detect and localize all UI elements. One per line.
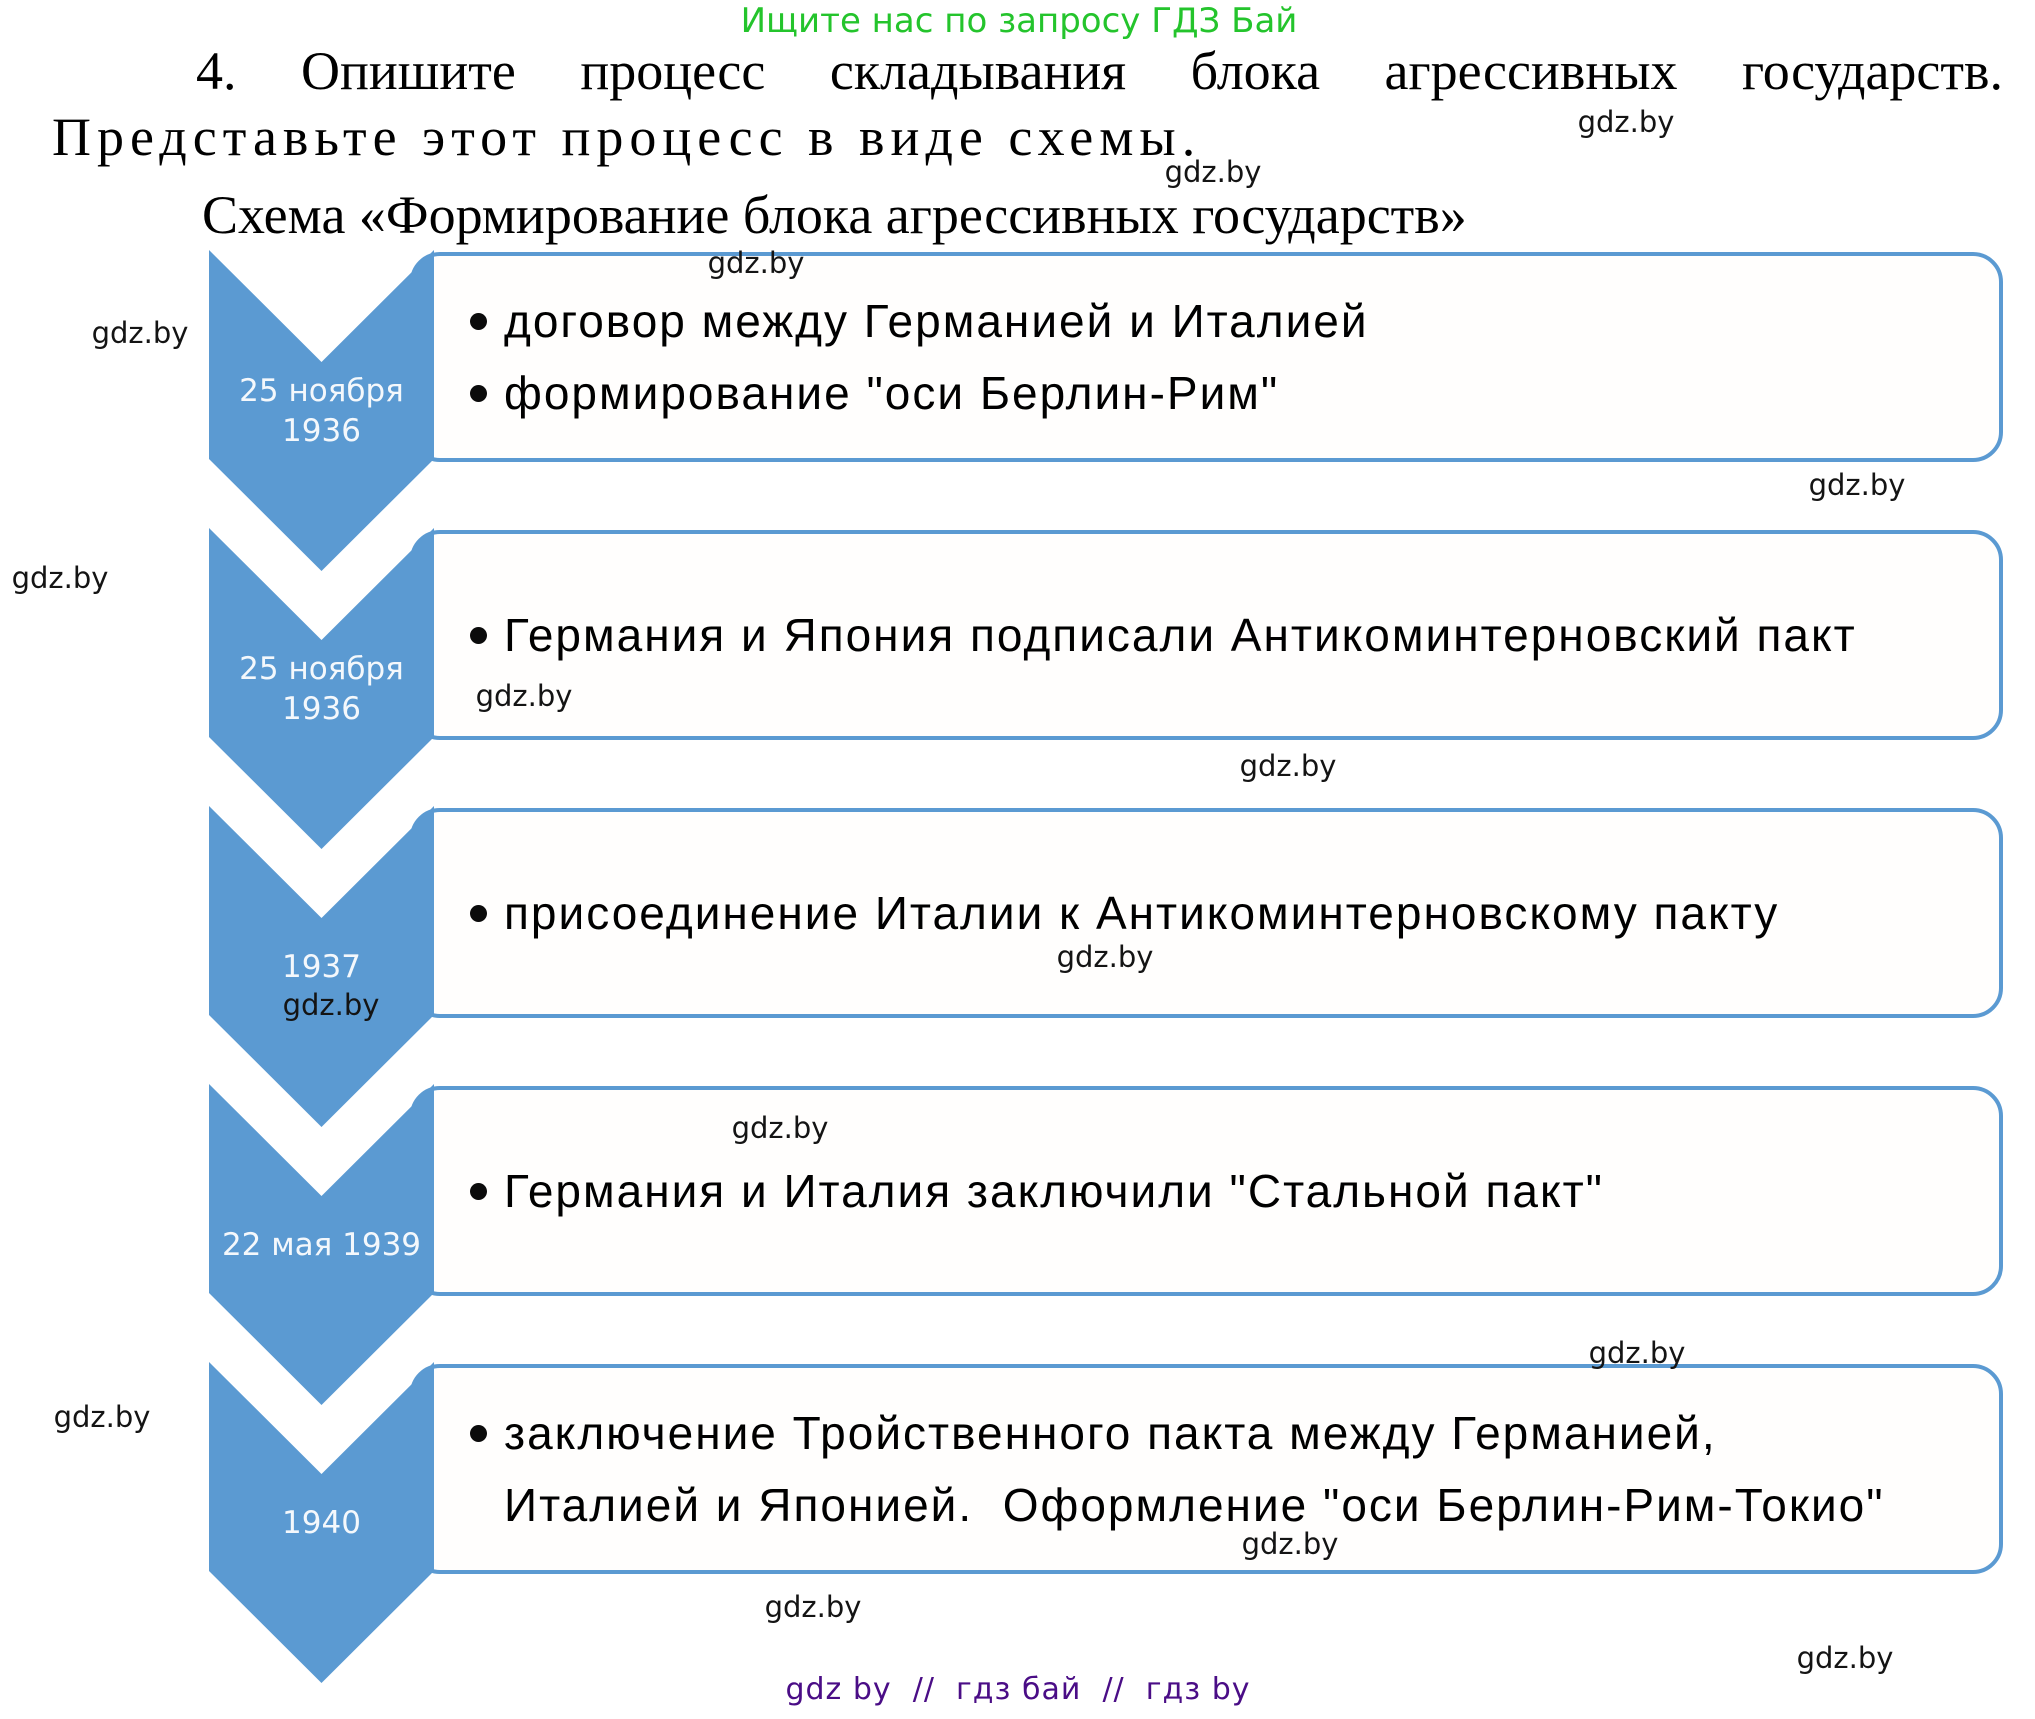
schema-title: Схема «Формирование блока агрессивных го… [202, 185, 1467, 245]
event-box-text: Германия и Италия заключили "Стальной па… [470, 1090, 1965, 1292]
bullet-line: формирование "оси Берлин-Рим" [470, 357, 1965, 429]
bullet-text: Германия и Италия заключили "Стальной па… [504, 1165, 1604, 1217]
bullet-text: формирование "оси Берлин-Рим" [504, 367, 1280, 419]
chevron-date-label: 1940 [282, 1504, 361, 1541]
watermark-text: gdz.by [1056, 940, 1154, 974]
bullet-line: присоединение Италии к Антикоминтерновск… [470, 877, 1965, 949]
bullet-text: договор между Германией и Италией [504, 295, 1369, 347]
timeline-row: заключение Тройственного пакта между Гер… [0, 1362, 2035, 1684]
chevron-date-label: 1937 [282, 948, 361, 985]
timeline-row: присоединение Италии к Антикоминтерновск… [0, 806, 2035, 1128]
watermark-text: gdz.by [707, 246, 805, 280]
watermark-text: gdz.by [1588, 1336, 1686, 1370]
timeline-row: Германия и Италия заключили "Стальной па… [0, 1084, 2035, 1406]
watermark-text: gdz.by [282, 988, 380, 1022]
bullet-text: Германия и Япония подписали Антикоминтер… [504, 609, 1857, 661]
watermark-text: gdz.by [91, 316, 189, 350]
bullet-dot-icon [470, 627, 487, 644]
bullet-line: Германия и Япония подписали Антикоминтер… [470, 599, 1965, 671]
watermark-text: gdz.by [764, 1590, 862, 1624]
watermark-text: gdz.by [1577, 105, 1675, 139]
watermark-text: gdz.by [475, 679, 573, 713]
event-box-text: Германия и Япония подписали Антикоминтер… [470, 534, 1965, 736]
event-box: договор между Германией и Италией формиро… [410, 252, 2003, 462]
date-chevron-icon [209, 1084, 434, 1405]
watermark-text: gdz.by [1241, 1527, 1339, 1561]
watermark-text: gdz.by [11, 561, 109, 595]
bullet-dot-icon [470, 385, 487, 402]
bullet-dot-icon [470, 1183, 487, 1200]
question-line-2: Представьте этот процесс в виде схемы. [52, 107, 1202, 167]
bullet-dot-icon [470, 1425, 487, 1442]
bullet-line: заключение Тройственного пакта между Гер… [470, 1397, 1965, 1469]
watermark-text: gdz.by [53, 1400, 151, 1434]
bullet-dot-icon [470, 313, 487, 330]
promo-header: Ищите нас по запросу ГДЗ Бай [740, 1, 1298, 41]
event-box-text: присоединение Италии к Антикоминтерновск… [470, 812, 1965, 1014]
question-line-1: 4. Опишите процесс складывания блока агр… [196, 41, 2003, 101]
event-box: присоединение Италии к Антикоминтерновск… [410, 808, 2003, 1018]
timeline-row: Германия и Япония подписали Антикоминтер… [0, 528, 2035, 850]
date-chevron-icon [209, 250, 434, 571]
event-box: Германия и Япония подписали Антикоминтер… [410, 530, 2003, 740]
date-chevron-icon [209, 806, 434, 1127]
date-chevron-icon [209, 528, 434, 849]
event-box: Германия и Италия заключили "Стальной па… [410, 1086, 2003, 1296]
chevron-date-label: 22 мая 1939 [221, 1226, 422, 1263]
watermark-text: gdz.by [1164, 155, 1262, 189]
bullet-text: Италией и Японией. Оформление "оси Берли… [504, 1479, 1885, 1531]
footer-watermark: gdz by // гдз бай // гдз by [785, 1672, 1251, 1707]
date-chevron-icon [209, 1362, 434, 1683]
chevron-date-label: 25 ноября 1936 [239, 372, 404, 449]
watermark-text: gdz.by [1239, 749, 1337, 783]
timeline-row: договор между Германией и Италией формиро… [0, 250, 2035, 572]
bullet-line: Германия и Италия заключили "Стальной па… [470, 1155, 1965, 1227]
watermark-text: gdz.by [731, 1111, 829, 1145]
bullet-line: Италией и Японией. Оформление "оси Берли… [470, 1469, 1965, 1541]
watermark-text: gdz.by [1796, 1641, 1894, 1675]
bullet-line: договор между Германией и Италией [470, 285, 1965, 357]
event-box-text: заключение Тройственного пакта между Гер… [470, 1368, 1965, 1570]
bullet-dot-icon [470, 905, 487, 922]
bullet-text: заключение Тройственного пакта между Гер… [504, 1407, 1717, 1459]
event-box-text: договор между Германией и Италией формиро… [470, 256, 1965, 458]
event-box: заключение Тройственного пакта между Гер… [410, 1364, 2003, 1574]
chevron-date-label: 25 ноября 1936 [239, 650, 404, 727]
bullet-text: присоединение Италии к Антикоминтерновск… [504, 887, 1780, 939]
watermark-text: gdz.by [1808, 468, 1906, 502]
